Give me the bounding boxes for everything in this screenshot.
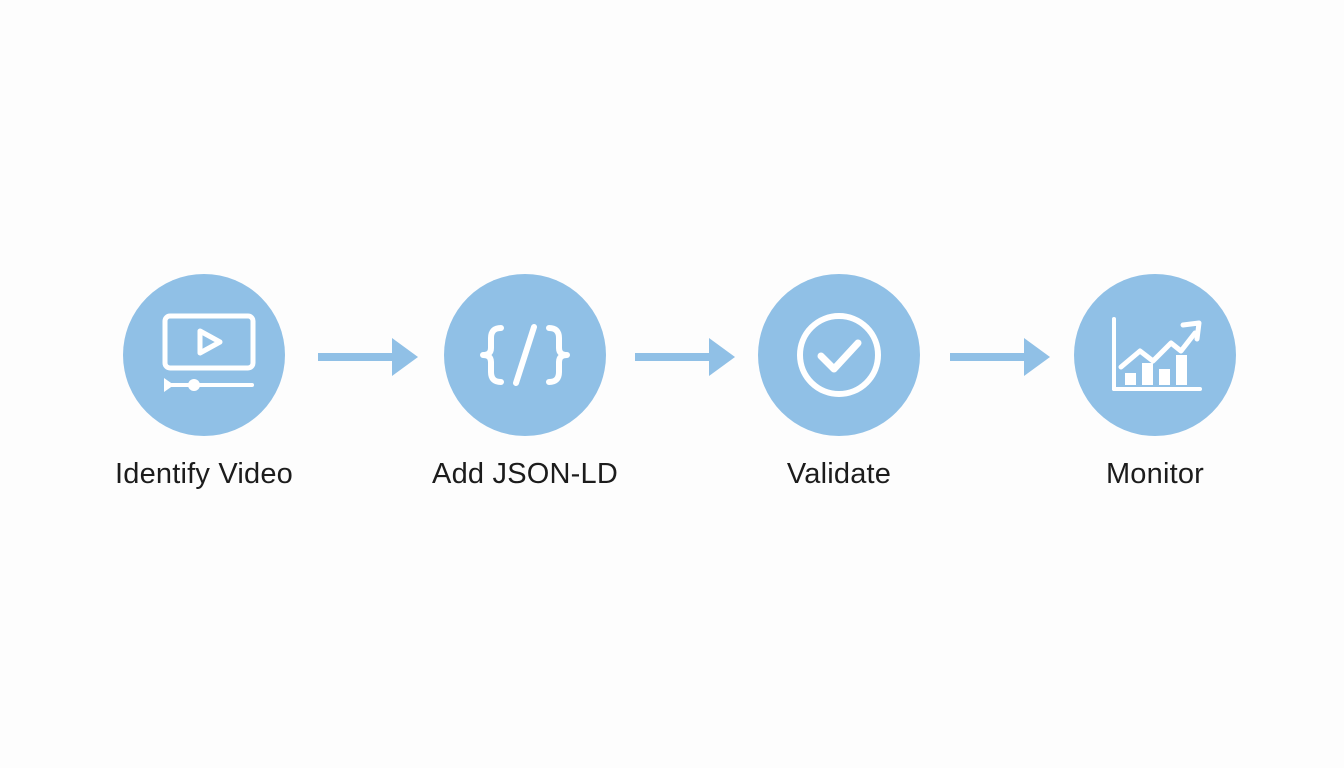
step-add-json-ld: Add JSON-LD (405, 274, 645, 504)
step-circle (1074, 274, 1236, 436)
step-circle (123, 274, 285, 436)
step-monitor: Monitor (1035, 274, 1275, 504)
step-circle (758, 274, 920, 436)
step-label: Identify Video (114, 458, 293, 490)
check-circle-icon (797, 313, 881, 397)
step-identify-video: Identify Video (84, 274, 324, 504)
step-validate: Validate (719, 274, 959, 504)
step-circle (444, 274, 606, 436)
arrow-right-icon (950, 338, 1050, 376)
arrow-right-icon (635, 338, 735, 376)
flow-arrow (635, 336, 735, 378)
flow-arrow (318, 336, 418, 378)
arrow-right-icon (318, 338, 418, 376)
step-label: Add JSON-LD (432, 458, 618, 490)
step-label: Validate (786, 458, 892, 490)
flow-arrow (950, 336, 1050, 378)
growth-chart-icon (1112, 317, 1202, 391)
step-label: Monitor (1105, 458, 1205, 490)
video-player-icon (162, 313, 256, 392)
code-braces-icon (480, 324, 570, 386)
